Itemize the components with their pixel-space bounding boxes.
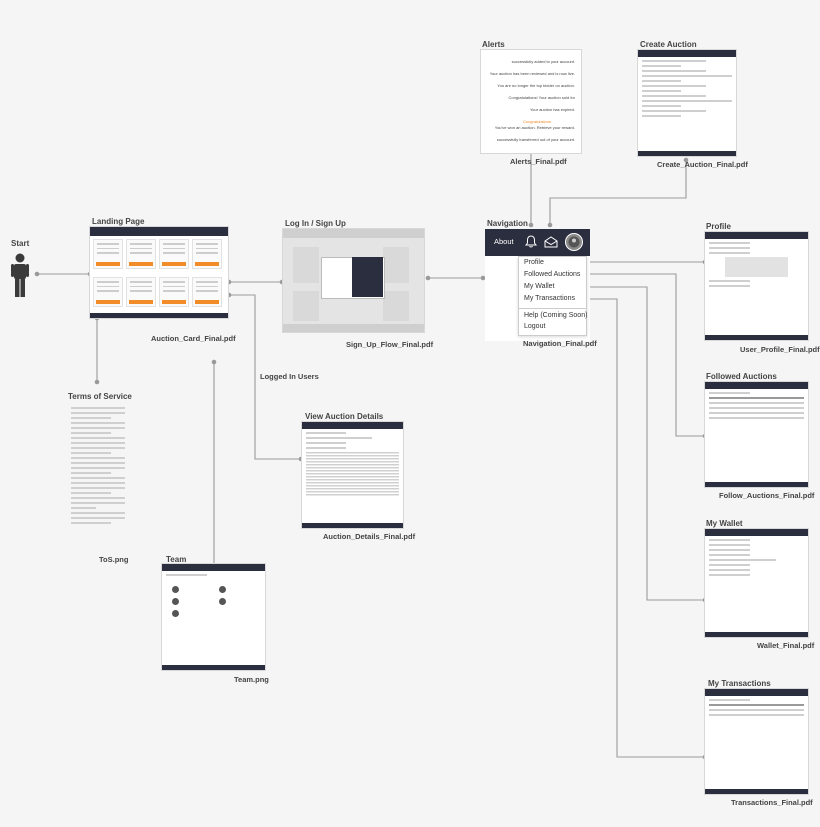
transactions-label: My Transactions — [708, 679, 771, 688]
wallet-caption: Wallet_Final.pdf — [757, 641, 815, 650]
start-label: Start — [11, 239, 30, 248]
followed-caption: Follow_Auctions_Final.pdf — [719, 491, 815, 500]
navigation-caption: Navigation_Final.pdf — [523, 339, 597, 348]
alerts-label: Alerts — [482, 40, 505, 49]
followed-thumbnail[interactable] — [705, 382, 808, 487]
team-label: Team — [166, 555, 187, 564]
tos-thumbnail[interactable] — [67, 404, 129, 550]
menu-item-followed-auctions[interactable]: Followed Auctions — [524, 271, 581, 278]
alert-row: You are no longer the top bidder on auct… — [497, 83, 575, 88]
view-thumbnail[interactable] — [302, 422, 403, 528]
edge-label-logged-in: Logged In Users — [260, 372, 319, 381]
login-caption: Sign_Up_Flow_Final.pdf — [346, 340, 434, 349]
create-caption: Create_Auction_Final.pdf — [657, 160, 748, 169]
tos-label: Terms of Service — [68, 392, 132, 401]
alert-row: Congratulations — [522, 119, 551, 124]
inbox-icon[interactable] — [544, 235, 558, 248]
menu-item-my-wallet[interactable]: My Wallet — [524, 283, 555, 290]
login-label: Log In / Sign Up — [285, 219, 346, 228]
alert-row: Congratulations! Your auction sold for — [508, 95, 576, 100]
navigation-label: Navigation — [487, 219, 528, 228]
alert-row: Your auction has been reviewed and is no… — [489, 71, 575, 76]
profile-thumbnail[interactable] — [705, 232, 808, 340]
team-thumbnail[interactable] — [162, 564, 265, 670]
menu-separator — [519, 308, 586, 309]
menu-item-profile[interactable]: Profile — [524, 259, 544, 266]
alert-row: successfully transferred out of your acc… — [496, 137, 575, 142]
followed-label: Followed Auctions — [706, 372, 777, 381]
wallet-label: My Wallet — [706, 519, 743, 528]
user-circle-icon[interactable] — [564, 232, 584, 252]
alerts-thumbnail[interactable]: successfully added to your account. Your… — [481, 50, 581, 153]
team-caption: Team.png — [234, 675, 269, 684]
landing-thumbnail[interactable] — [90, 227, 228, 318]
landing-label: Landing Page — [92, 217, 145, 226]
menu-item-my-transactions[interactable]: My Transactions — [524, 295, 575, 302]
view-label: View Auction Details — [305, 412, 384, 421]
profile-caption: User_Profile_Final.pdf — [740, 345, 820, 354]
landing-caption: Auction_Card_Final.pdf — [151, 334, 236, 343]
wallet-thumbnail[interactable] — [705, 529, 808, 637]
alert-row: Your auction has expired. — [530, 107, 575, 112]
transactions-thumbnail[interactable] — [705, 689, 808, 794]
transactions-caption: Transactions_Final.pdf — [731, 798, 813, 807]
nav-dropdown: Profile Followed Auctions My Wallet My T… — [518, 256, 587, 336]
menu-item-help[interactable]: Help (Coming Soon) — [524, 312, 588, 319]
nav-about[interactable]: About — [494, 237, 514, 246]
login-thumbnail[interactable] — [283, 229, 424, 332]
alert-row: successfully added to your account. — [511, 59, 575, 64]
create-thumbnail[interactable] — [638, 50, 736, 156]
tos-caption: ToS.png — [99, 555, 129, 564]
navigation-thumbnail[interactable]: About Profile Followed Auctions My Walle… — [485, 229, 590, 341]
profile-label: Profile — [706, 222, 731, 231]
alert-row: You've won an auction. Retrieve your rew… — [494, 125, 575, 130]
person-icon — [11, 253, 29, 297]
view-caption: Auction_Details_Final.pdf — [323, 532, 416, 541]
bell-icon[interactable] — [525, 235, 537, 248]
menu-item-logout[interactable]: Logout — [524, 323, 546, 330]
create-label: Create Auction — [640, 40, 697, 49]
alerts-caption: Alerts_Final.pdf — [510, 157, 567, 166]
